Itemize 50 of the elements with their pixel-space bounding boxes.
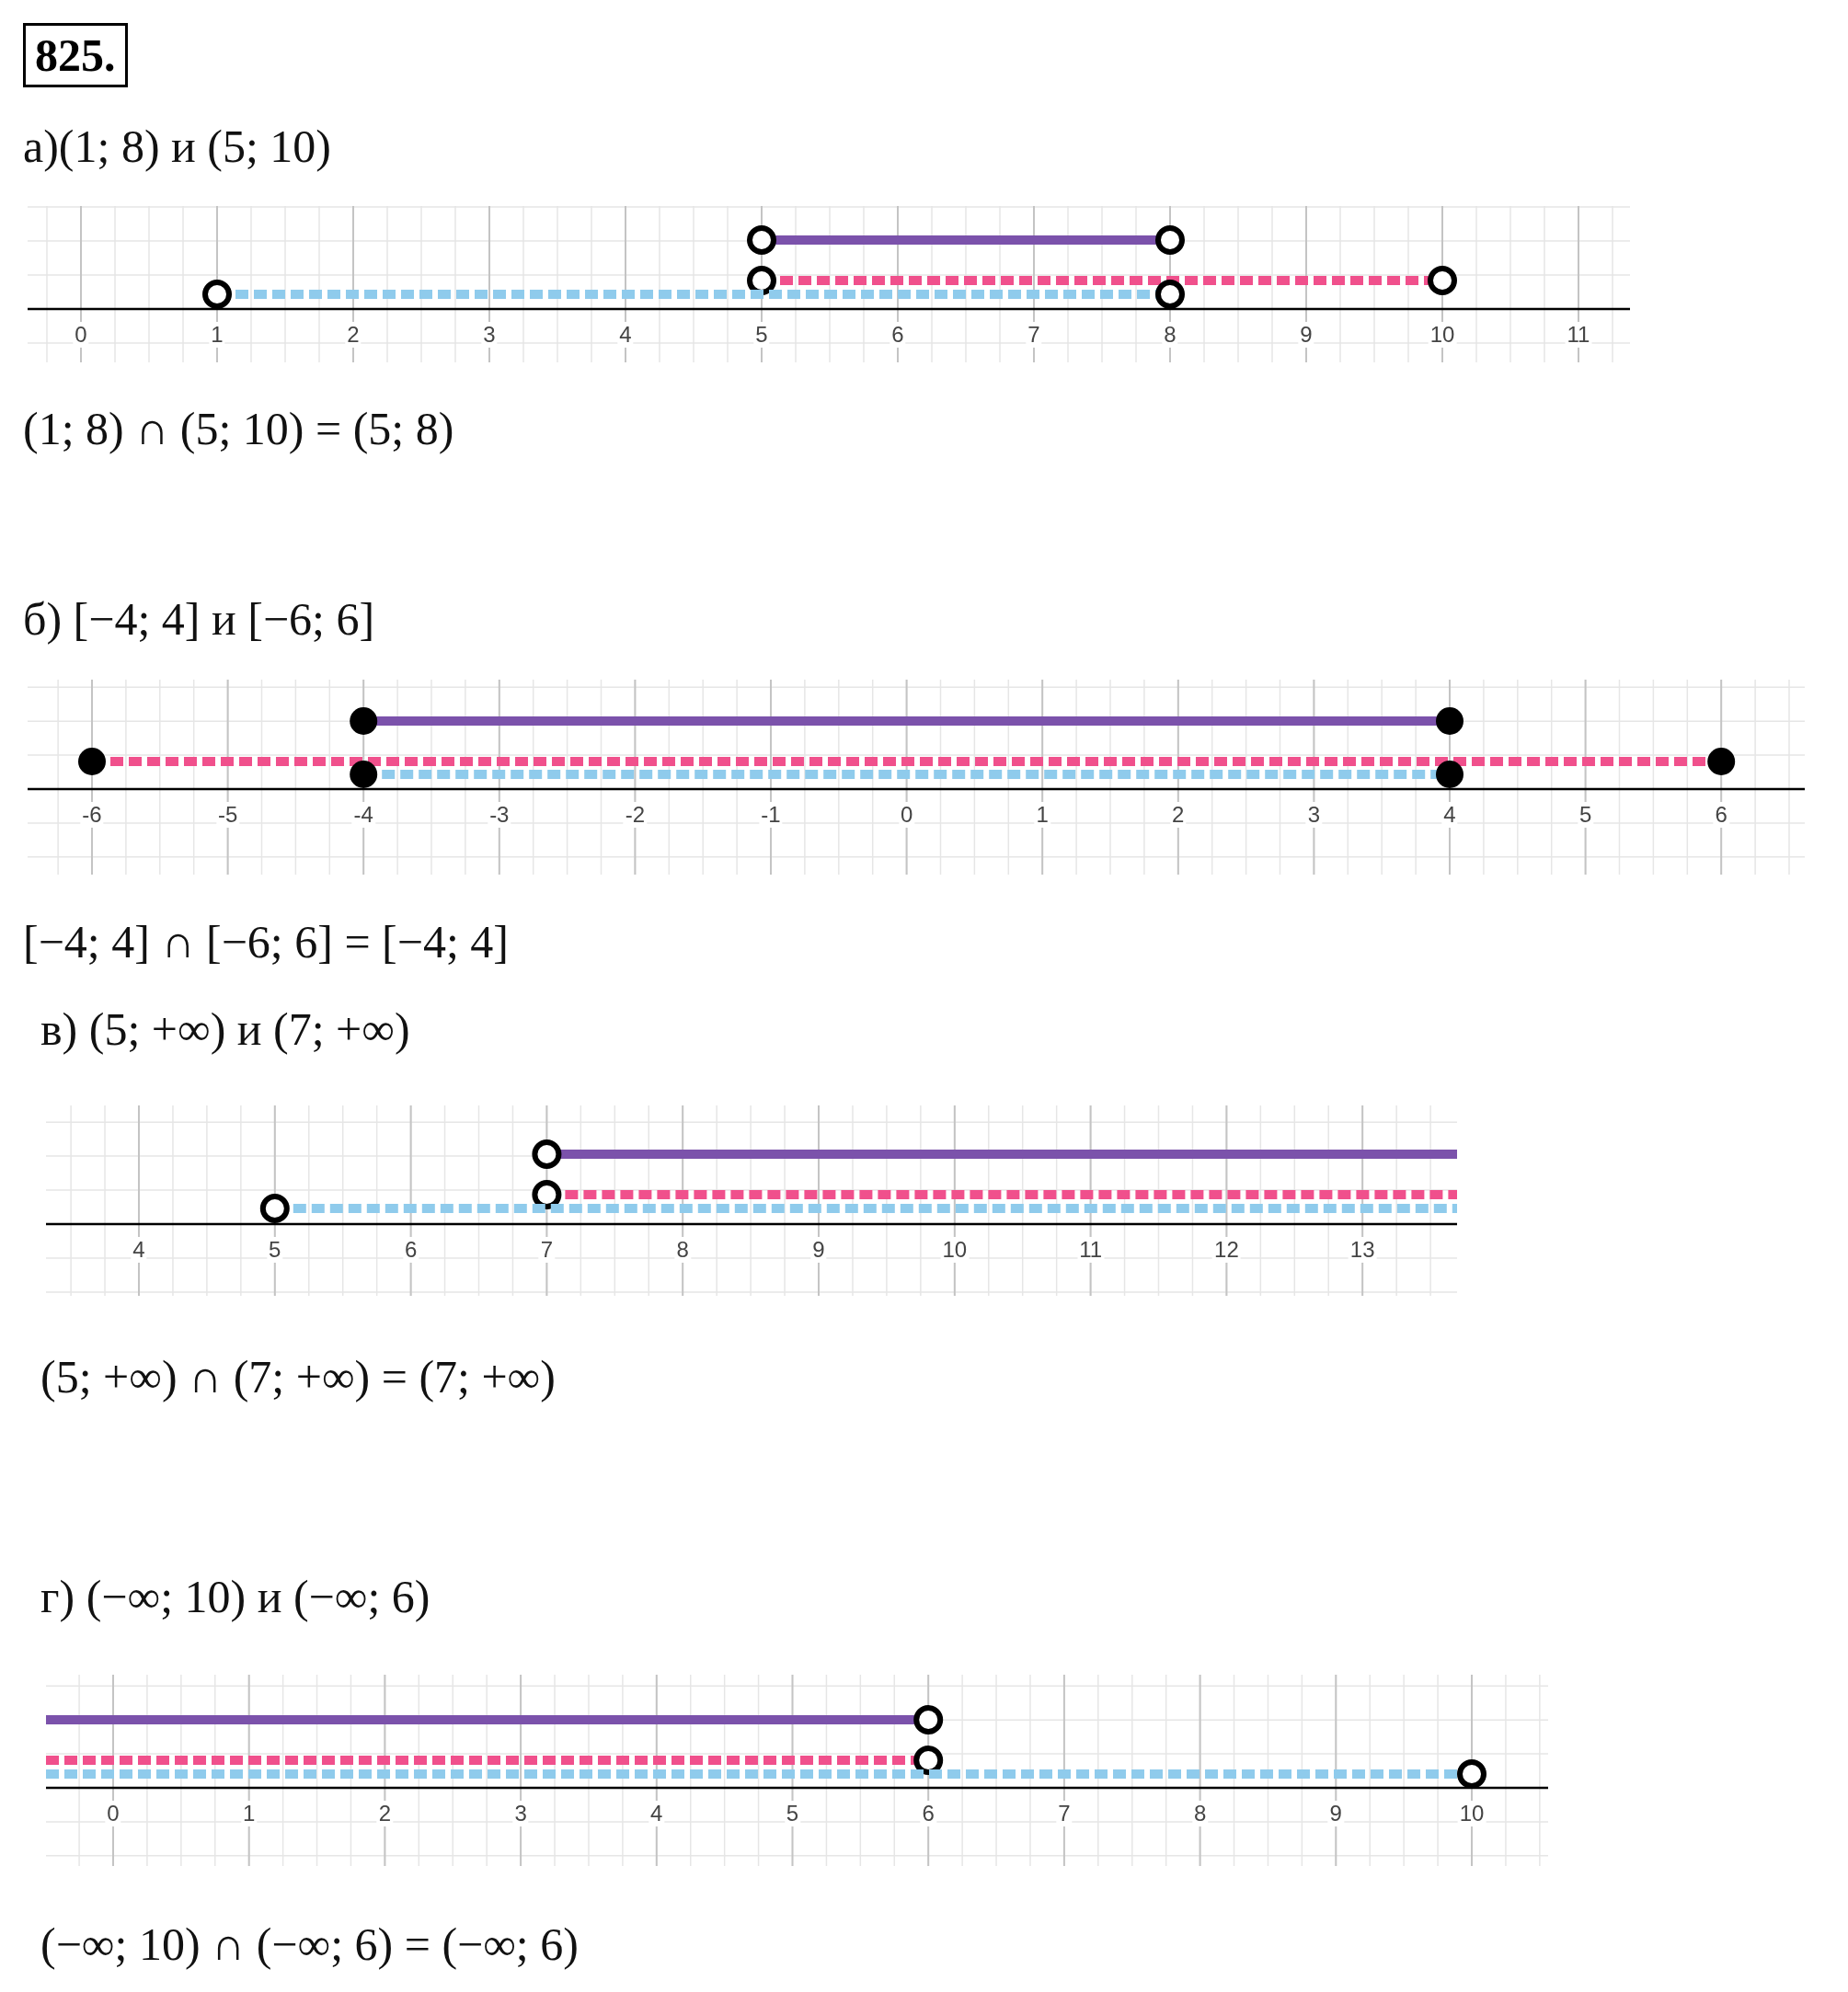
task-statement: г) (−∞; 10) и (−∞; 6)	[40, 1570, 430, 1623]
tick-label: 6	[890, 322, 906, 348]
exercise-number: 825.	[23, 23, 128, 87]
tick-label: 4	[649, 1801, 665, 1826]
tick-label: 4	[1441, 802, 1458, 828]
tick-label: 3	[481, 322, 498, 348]
intersection-result: (5; +∞) ∩ (7; +∞) = (7; +∞)	[40, 1350, 556, 1403]
tick-label: 10	[1428, 322, 1457, 348]
tick-label: 10	[940, 1237, 970, 1263]
tick-label: -1	[759, 802, 783, 828]
tick-label: 10	[1457, 1801, 1486, 1826]
tick-label: -2	[623, 802, 648, 828]
tick-label: 8	[674, 1237, 691, 1263]
tick-label: 1	[209, 322, 225, 348]
tick-label: 5	[753, 322, 770, 348]
task-statement: б) [−4; 4] и [−6; 6]	[23, 592, 375, 646]
intersection-result: (1; 8) ∩ (5; 10) = (5; 8)	[23, 402, 454, 455]
tick-label: 12	[1212, 1237, 1241, 1263]
tick-label: 6	[920, 1801, 936, 1826]
tick-label: 2	[1170, 802, 1187, 828]
tick-label: 4	[617, 322, 634, 348]
tick-label: 7	[1056, 1801, 1073, 1826]
tick-label: 0	[105, 1801, 121, 1826]
tick-label: 2	[376, 1801, 394, 1826]
tick-label: -4	[351, 802, 375, 828]
tick-label: 7	[1026, 322, 1042, 348]
tick-label: 8	[1162, 322, 1178, 348]
tick-label: 3	[1305, 802, 1323, 828]
tick-label: 4	[131, 1237, 147, 1263]
intersection-result: (−∞; 10) ∩ (−∞; 6) = (−∞; 6)	[40, 1918, 579, 1971]
tick-label: -5	[215, 802, 240, 828]
tick-label: 11	[1565, 322, 1592, 348]
tick-label: 13	[1348, 1237, 1377, 1263]
task-statement: а)(1; 8) и (5; 10)	[23, 120, 331, 173]
tick-label: 11	[1077, 1237, 1105, 1263]
tick-label: -6	[80, 802, 104, 828]
tick-label: 5	[267, 1237, 283, 1263]
intersection-result: [−4; 4] ∩ [−6; 6] = [−4; 4]	[23, 915, 509, 968]
tick-label: 9	[1298, 322, 1314, 348]
tick-label: 0	[73, 322, 89, 348]
tick-label: -3	[488, 802, 511, 828]
tick-label: 6	[1713, 802, 1729, 828]
tick-label: 1	[1034, 802, 1050, 828]
tick-label: 3	[512, 1801, 529, 1826]
tick-label: 9	[810, 1237, 827, 1263]
tick-label: 1	[241, 1801, 258, 1826]
tick-label: 9	[1327, 1801, 1344, 1826]
tick-label: 2	[345, 322, 362, 348]
task-statement: в) (5; +∞) и (7; +∞)	[40, 1002, 410, 1056]
tick-label: 7	[538, 1237, 556, 1263]
